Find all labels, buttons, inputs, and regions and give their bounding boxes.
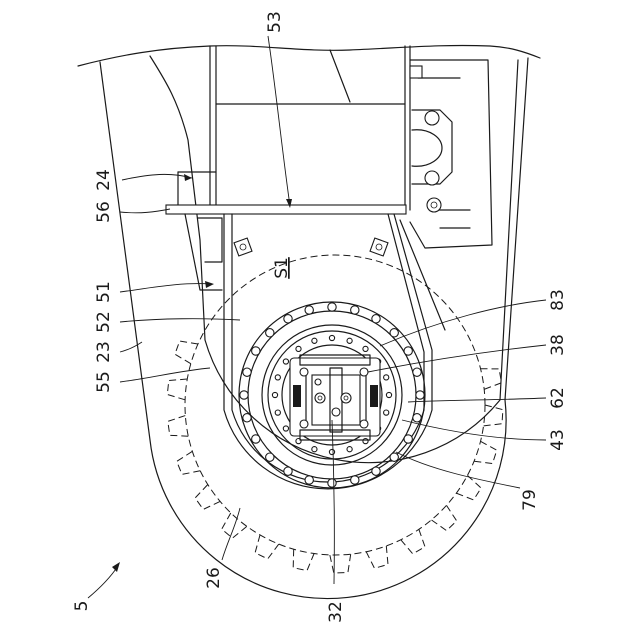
inner-bolt xyxy=(384,375,389,380)
inner-bolt xyxy=(347,447,352,452)
inner-bolt xyxy=(312,447,317,452)
outer-bolt xyxy=(372,467,380,475)
outer-bolt xyxy=(390,453,398,461)
inner-bolt xyxy=(296,346,301,351)
sprocket-tooth xyxy=(293,549,314,570)
outer-bolt xyxy=(305,476,313,484)
label-38: 38 xyxy=(548,334,568,356)
upper-frame xyxy=(166,46,492,290)
inner-bolt xyxy=(312,338,317,343)
sprocket-tooth xyxy=(330,554,351,573)
outer-bolt xyxy=(328,479,336,487)
outer-bolt xyxy=(328,303,336,311)
inner-bolt xyxy=(272,392,277,397)
label-83: 83 xyxy=(548,289,568,311)
label-43: 43 xyxy=(548,429,568,451)
label-51: 51 xyxy=(94,281,114,303)
label-5: 5 xyxy=(72,601,92,612)
outer-bolt xyxy=(252,435,260,443)
outer-bolt xyxy=(404,435,412,443)
inner-bolt xyxy=(363,346,368,351)
inner-bolt xyxy=(329,449,334,454)
label-55: 55 xyxy=(94,371,114,393)
sprocket-tooth xyxy=(401,529,425,554)
outer-bolt xyxy=(372,315,380,323)
outer-bolt xyxy=(404,347,412,355)
label-56: 56 xyxy=(94,201,114,223)
label-52: 52 xyxy=(94,311,114,333)
inner-bolt xyxy=(384,410,389,415)
inner-bolt xyxy=(283,359,288,364)
inner-bolt xyxy=(386,392,391,397)
outer-bolt xyxy=(351,476,359,484)
outer-bolt xyxy=(413,414,421,422)
label-32: 32 xyxy=(326,601,346,623)
inner-bolt xyxy=(329,335,334,340)
outer-bolt xyxy=(252,347,260,355)
outer-bolt xyxy=(266,453,274,461)
label-79: 79 xyxy=(520,489,540,511)
sprocket-tooth xyxy=(255,535,279,559)
outer-bolt xyxy=(390,329,398,337)
outer-bolt xyxy=(284,315,292,323)
outer-bolt xyxy=(243,368,251,376)
leader-lines xyxy=(88,36,546,598)
inner-bolt xyxy=(283,426,288,431)
inner-bolt xyxy=(275,410,280,415)
outer-bolt xyxy=(240,391,248,399)
inner-bolt xyxy=(363,439,368,444)
sprocket-tooth xyxy=(175,341,198,364)
sprocket-tooth xyxy=(431,505,456,530)
sprocket-tooth xyxy=(195,485,220,510)
sprocket-tooth xyxy=(481,369,502,390)
outer-track-frame xyxy=(78,45,540,598)
outer-bolt xyxy=(243,414,251,422)
sprocket-tooth xyxy=(167,379,187,400)
outer-bolt xyxy=(266,329,274,337)
label-53: 53 xyxy=(265,11,285,33)
outer-bolt xyxy=(351,306,359,314)
outer-bolt xyxy=(305,306,313,314)
outer-bolt xyxy=(413,368,421,376)
label-S1: S1 xyxy=(272,257,292,279)
outer-bolt xyxy=(284,467,292,475)
motor-core xyxy=(290,355,380,440)
label-62: 62 xyxy=(548,387,568,409)
label-26: 26 xyxy=(204,567,224,589)
inner-bolt xyxy=(275,375,280,380)
label-24: 24 xyxy=(94,169,114,191)
label-23: 23 xyxy=(94,341,114,363)
reference-numerals: 53 24 56 S1 51 52 23 55 83 38 62 43 79 2… xyxy=(72,11,568,623)
inner-bolt xyxy=(347,338,352,343)
outer-bolt xyxy=(416,391,424,399)
